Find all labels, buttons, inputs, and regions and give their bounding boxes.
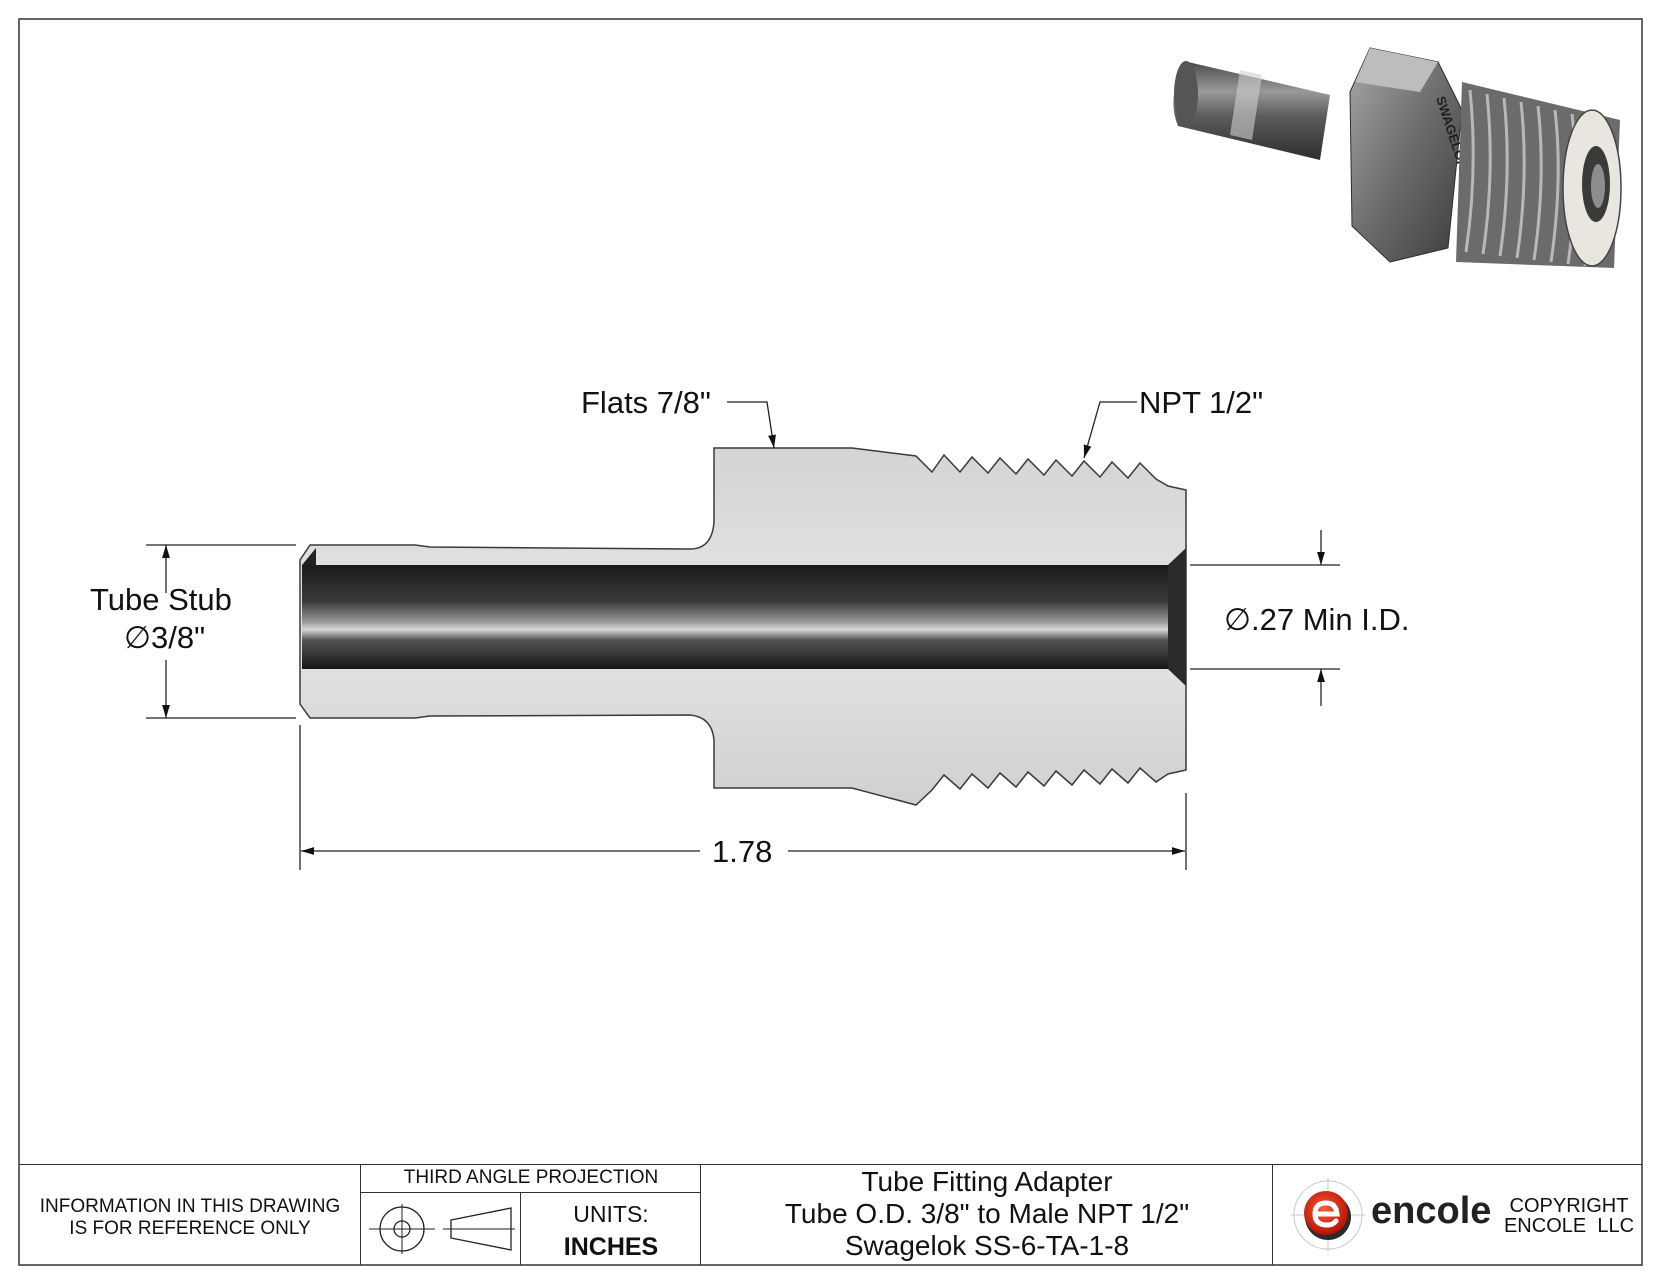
title-block [19,1164,1642,1266]
overall-length-label: 1.78 [712,834,773,869]
title-line3: Swagelok SS-6-TA-1-8 [844,1230,1130,1261]
disclaimer: INFORMATION IN THIS DRAWING IS FOR REFER… [22,1196,358,1240]
disclaimer-line1: INFORMATION IN THIS DRAWING [39,1196,341,1217]
title-line1: Tube Fitting Adapter [861,1166,1113,1197]
copyright: COPYRIGHT ENCOLE LLC [1501,1196,1637,1236]
projection-label: THIRD ANGLE PROJECTION [403,1167,659,1188]
flats-label: Flats 7/8" [581,385,711,420]
dimension-lines [146,401,1340,870]
title-cell: Tube Fitting Adapter Tube O.D. 3/8" to M… [700,1164,1273,1265]
third-angle-symbol-icon [369,1204,515,1254]
sheet-border [18,18,1643,1266]
disclaimer-line2: IS FOR REFERENCE ONLY [69,1218,311,1239]
brand-cell: encole COPYRIGHT ENCOLE LLC [1272,1164,1643,1265]
projection-divider [361,1192,701,1193]
min-id-value: .27 Min I.D. [1251,602,1410,637]
tube-stub-diameter-value: 3/8" [151,620,206,655]
brand-name: encole [1371,1190,1492,1232]
units-label: UNITS: [573,1201,649,1227]
title-line2: Tube O.D. 3/8" to Male NPT 1/2" [784,1198,1190,1229]
diameter-symbol: ∅ [124,620,152,655]
min-id-label: ∅.27 Min I.D. [1224,604,1410,635]
section-view [299,447,1187,806]
encole-logo-icon [1291,1178,1365,1252]
copyright-line1: COPYRIGHT [1509,1195,1629,1217]
copyright-line2: ENCOLE LLC [1503,1215,1635,1237]
bore [302,565,1168,669]
projection-cell: THIRD ANGLE PROJECTION UNITS: INCHES [360,1164,701,1265]
units-value: INCHES [563,1233,659,1261]
projection-split [520,1192,521,1265]
tube-stub-diameter: ∅3/8" [124,622,205,653]
tube-stub-label: Tube Stub [90,582,232,617]
diameter-symbol: ∅ [1224,602,1252,637]
npt-label: NPT 1/2" [1139,385,1264,420]
isometric-render: SWAGELOK [1173,47,1622,268]
